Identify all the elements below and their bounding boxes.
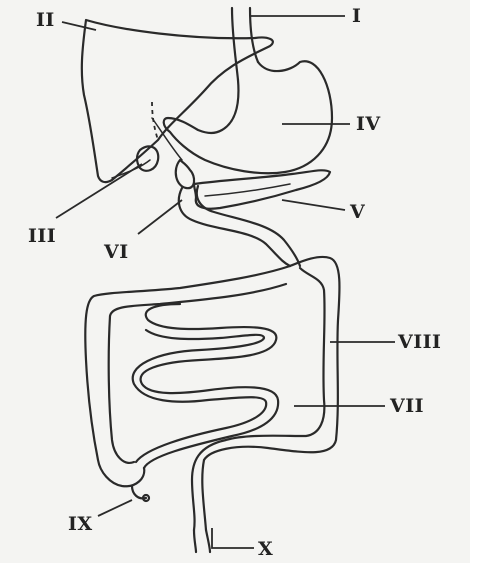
label-VIII: VIII: [397, 331, 441, 353]
label-V: V: [349, 201, 366, 223]
label-II: II: [36, 9, 55, 31]
label-IX: IX: [68, 513, 93, 535]
duodenum: [176, 160, 194, 188]
label-III: III: [28, 225, 56, 247]
small-intestine-coil-1: [141, 304, 279, 468]
stomach: [164, 61, 332, 173]
label-VII: VII: [389, 395, 424, 417]
leader-II: [62, 22, 96, 30]
leader-IX: [98, 500, 132, 516]
hepatic-duct: [152, 118, 182, 160]
small-intestine-coil-2: [133, 330, 266, 462]
label-X: X: [258, 538, 273, 560]
pancreatic-duct: [205, 184, 290, 196]
leader-X: [212, 528, 254, 548]
label-VI: VI: [103, 241, 129, 263]
anus: [206, 530, 210, 552]
oesophagus: [232, 8, 238, 80]
label-IV: IV: [356, 113, 381, 135]
leader-VI: [138, 200, 182, 234]
rectum: [194, 530, 196, 552]
liver: [82, 20, 273, 182]
leader-V: [282, 200, 345, 210]
leader-III: [56, 164, 142, 218]
label-I: I: [352, 5, 361, 27]
